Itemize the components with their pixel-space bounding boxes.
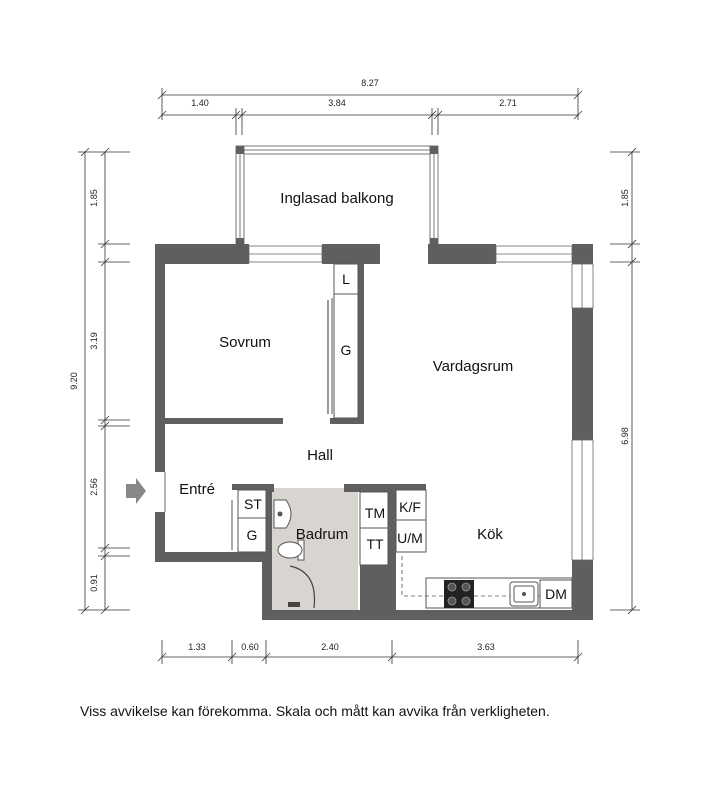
- dim-left-total: 9.20: [69, 372, 79, 390]
- dim-left-segment-1: 1.85: [89, 189, 99, 207]
- fixture-label-wardrobe-entry: G: [247, 527, 258, 543]
- disclaimer-text: Viss avvikelse kan förekomma. Skala och …: [80, 703, 550, 719]
- room-label-bedroom: Sovrum: [219, 334, 271, 351]
- floor-drain-icon: [288, 602, 300, 607]
- dim-bottom-segment-4: 3.63: [477, 642, 495, 652]
- room-labels: Inglasad balkong Sovrum Vardagsrum Hall …: [179, 190, 513, 543]
- fixture-labels: L G ST G TM TT K/F U/M DM: [244, 271, 567, 602]
- dim-right-segment-1: 1.85: [620, 189, 630, 207]
- stove-icon: [444, 580, 474, 608]
- dim-top-segment-3: 2.71: [499, 98, 517, 108]
- fixture-label-storage: ST: [244, 496, 262, 512]
- room-label-balcony: Inglasad balkong: [280, 190, 393, 207]
- dim-bottom-segment-2: 0.60: [241, 642, 259, 652]
- fixture-label-wardrobe-bedroom: G: [341, 342, 352, 358]
- room-label-bathroom: Badrum: [296, 526, 349, 543]
- dimension-lines: [78, 88, 640, 664]
- entry-door: [155, 472, 166, 512]
- room-label-kitchen: Kök: [477, 526, 503, 543]
- room-label-entry: Entré: [179, 481, 215, 498]
- fixture-label-fridge-freezer: K/F: [399, 499, 421, 515]
- fixture-label-linen: L: [342, 271, 350, 287]
- dim-bottom-segment-1: 1.33: [188, 642, 206, 652]
- toilet-icon: [277, 539, 305, 561]
- dim-left-segment-2: 3.19: [89, 332, 99, 350]
- fixture-label-microwave: U/M: [397, 530, 423, 546]
- dimension-labels: 8.27 1.40 3.84 2.71 1.33 0.60 2.40 3.63 …: [69, 78, 630, 652]
- dim-top-segment-1: 1.40: [191, 98, 209, 108]
- shower-arc: [289, 565, 316, 609]
- dim-top-total: 8.27: [361, 78, 379, 88]
- entrance-arrow-icon: [126, 478, 146, 504]
- fixture-label-dishwasher: DM: [545, 586, 567, 602]
- room-label-living: Vardagsrum: [433, 358, 514, 375]
- dim-top-segment-2: 3.84: [328, 98, 346, 108]
- room-label-hall: Hall: [307, 447, 333, 464]
- balcony-corners: [236, 146, 438, 246]
- cabinets: [231, 263, 573, 609]
- dim-bottom-segment-3: 2.40: [321, 642, 339, 652]
- fixture-label-washer: TM: [365, 505, 385, 521]
- windows: [248, 245, 594, 561]
- dim-left-segment-4: 0.91: [89, 574, 99, 592]
- fixture-label-dryer: TT: [366, 536, 384, 552]
- dim-right-segment-2: 6.98: [620, 427, 630, 445]
- bathroom-sink-icon: [273, 499, 292, 529]
- dim-left-segment-3: 2.56: [89, 478, 99, 496]
- walls: [155, 244, 593, 620]
- kitchen-sink-icon: [509, 581, 539, 607]
